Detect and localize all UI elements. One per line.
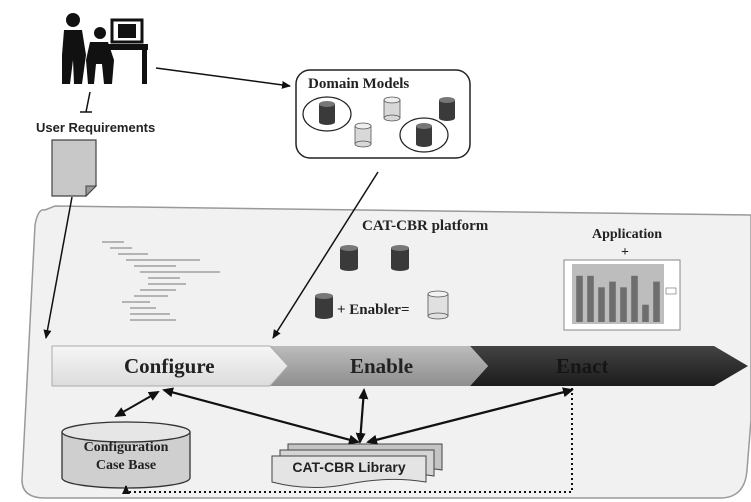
mini-chart-bar [609, 281, 616, 322]
domain-model-cylinder-light [354, 122, 372, 148]
domain-model-cylinder-dark [319, 101, 335, 125]
feedback-dotted-path [122, 388, 573, 494]
domain-model-cylinder-dark [439, 97, 455, 121]
application-mini-chart [563, 259, 681, 331]
platform-cylinder-dark [340, 245, 358, 271]
model-group-ellipse [399, 117, 449, 153]
case-base-label-line2: Case Base [96, 458, 156, 473]
enact-label: Enact [556, 354, 609, 378]
mini-chart-bar [631, 275, 638, 322]
enable-label: Enable [350, 354, 413, 378]
domain-models-title: Domain Models [308, 76, 409, 92]
configuration-case-base [61, 421, 191, 489]
domain-model-cylinder-dark [416, 123, 432, 147]
user-icon [62, 13, 148, 84]
enable-stage [270, 346, 488, 386]
mini-chart-bar [620, 287, 627, 322]
mini-chart-bar [642, 304, 649, 322]
enact-stage [470, 346, 748, 386]
document-icon [51, 139, 98, 198]
domain-model-cylinder-light [383, 96, 401, 122]
mini-chart-bar [653, 281, 660, 322]
case-base-label-line1: Configuration [84, 440, 169, 455]
mini-chart-bar [598, 287, 605, 322]
mini-chart-bar [576, 275, 583, 322]
library-label: CAT-CBR Library [292, 459, 406, 475]
application-plus: + [621, 245, 629, 260]
application-label: Application [592, 227, 662, 242]
platform-cylinder-dark [391, 245, 409, 271]
platform-label: CAT-CBR platform [362, 218, 489, 234]
configure-label: Configure [124, 354, 215, 378]
mini-chart-bar [587, 275, 594, 322]
model-group-ellipse [302, 96, 352, 132]
configuration-tree-snippet [102, 241, 220, 321]
enabler-input-cylinder [315, 293, 333, 319]
configure-stage [51, 345, 289, 387]
enabler-result-cylinder [427, 290, 449, 320]
user-requirements-label: User Requirements [36, 120, 155, 135]
enabler-equation-label: + Enabler= [337, 302, 410, 318]
cat-cbr-library [271, 443, 443, 489]
